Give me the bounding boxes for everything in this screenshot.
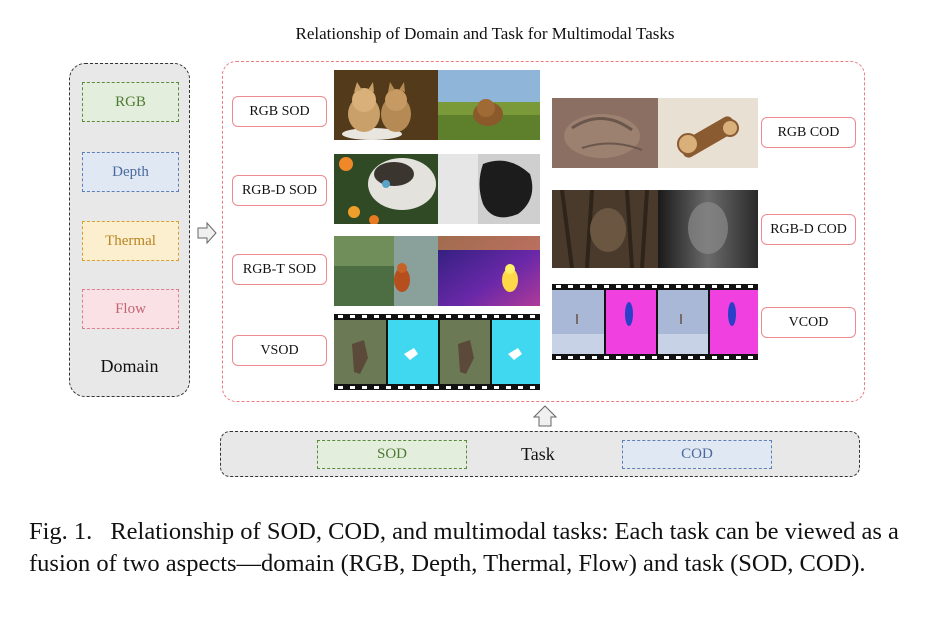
- domain-label: Domain: [100, 356, 159, 376]
- domain-rgb: RGB: [82, 82, 179, 122]
- rgb-sod-image-kittens: [334, 70, 438, 140]
- rgb-cod-image-camouflaged: [552, 98, 658, 168]
- domain-panel: RGB Depth Thermal Flow Domain: [69, 63, 190, 397]
- figure-title: Relationship of Domain and Task for Mult…: [295, 24, 675, 43]
- task-label: Task: [521, 444, 555, 464]
- rgbd-sod-image-depth-map: [438, 154, 540, 224]
- domain-thermal: Thermal: [82, 221, 179, 261]
- task-cod: COD: [622, 440, 772, 469]
- vsod-film-strip: [334, 314, 540, 390]
- task-label-rgb-sod: RGB SOD: [232, 96, 327, 127]
- task-sod: SOD: [317, 440, 467, 469]
- rgbt-sod-image-animal: [334, 236, 438, 306]
- caption-text: Relationship of SOD, COD, and multimodal…: [29, 518, 899, 577]
- arrow-up-icon: [533, 405, 557, 427]
- task-label-vsod: VSOD: [232, 335, 327, 366]
- rgb-sod-image-dog: [438, 70, 540, 140]
- domain-flow: Flow: [82, 289, 179, 329]
- domain-depth: Depth: [82, 152, 179, 192]
- rgbd-sod-image-cat: [334, 154, 438, 224]
- rgbt-sod-image-thermal: [438, 236, 540, 306]
- task-examples-panel: RGB SOD RGB-D SOD RGB-T SOD VSOD RGB COD…: [222, 61, 865, 402]
- task-label-rgbt-sod: RGB-T SOD: [232, 254, 327, 285]
- task-label-rgbd-cod: RGB-D COD: [761, 214, 856, 245]
- caption-number: Fig. 1.: [29, 518, 93, 545]
- figure-caption: Fig. 1.Relationship of SOD, COD, and mul…: [29, 516, 914, 580]
- task-panel: SOD Task COD: [220, 431, 860, 477]
- rgb-cod-image-logs: [658, 98, 758, 168]
- vcod-film-strip: [552, 284, 758, 360]
- task-label-rgbd-sod: RGB-D SOD: [232, 175, 327, 206]
- arrow-right-icon: [197, 222, 217, 244]
- rgbd-cod-image-depth-map: [658, 190, 758, 268]
- rgbd-cod-image-owl: [552, 190, 658, 268]
- task-label-rgb-cod: RGB COD: [761, 117, 856, 148]
- task-label-vcod: VCOD: [761, 307, 856, 338]
